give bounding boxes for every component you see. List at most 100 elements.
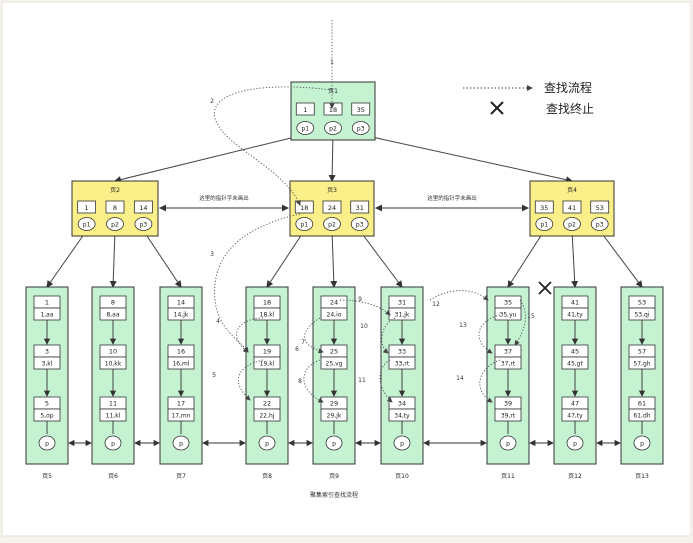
pointer-label: p3 <box>140 221 148 228</box>
search-flow-path <box>303 359 324 403</box>
row-value: 14,jk <box>174 312 189 319</box>
row-value: 22,hj <box>259 413 274 420</box>
leaf-pointer-cell <box>393 435 411 451</box>
step-label: 6 <box>295 346 299 353</box>
tree-edge <box>142 230 182 288</box>
step-label: 10 <box>360 323 368 330</box>
tree-edge <box>46 230 88 288</box>
row-value: 57,gh <box>633 361 650 368</box>
search-flow-path <box>238 359 264 401</box>
step-label: 11 <box>358 377 366 384</box>
leaf-title: 页5 <box>42 473 52 480</box>
step-label: 5 <box>212 372 216 379</box>
row-key: 34 <box>398 400 406 408</box>
row-key: 25 <box>330 348 338 356</box>
pointer-label: p1 <box>300 221 308 228</box>
diagram-caption: 聚集索引查找流程 <box>310 491 358 499</box>
tree-edge <box>359 230 403 288</box>
row-value: 33,rt <box>395 361 410 368</box>
row-key: 35 <box>504 299 512 307</box>
key-cell <box>77 200 97 214</box>
key-cell <box>351 102 371 116</box>
legend-search-flow: 查找流程 <box>544 80 592 95</box>
row-value: 5,op <box>40 413 53 420</box>
pointer-label: p1 <box>83 221 91 228</box>
key-cell <box>295 102 315 116</box>
tree-edge <box>571 230 579 288</box>
leaf-title: 页13 <box>635 473 649 480</box>
row-key: 31 <box>398 299 406 307</box>
tree-edge <box>599 230 643 288</box>
search-flow-path <box>214 213 301 353</box>
row-value: 3,kl <box>42 361 53 368</box>
step-label: 15 <box>527 313 535 320</box>
key-cell <box>323 102 343 116</box>
search-stop-cross-icon <box>538 281 552 295</box>
key-value: 41 <box>568 204 576 212</box>
leaf-pointer-cell <box>104 435 122 451</box>
leaf-pointer-cell <box>258 435 276 451</box>
step-label: 3 <box>210 251 214 258</box>
key-value: 53 <box>596 204 604 212</box>
tree-edge <box>507 230 545 288</box>
leaf-pointer-label: p <box>640 441 644 448</box>
leaf-title: 页6 <box>108 473 118 480</box>
row-value: 61,dh <box>633 413 650 420</box>
pointer-cell <box>563 217 581 231</box>
leaf-pointer-label: p <box>400 441 404 448</box>
pointer-cell <box>296 121 315 135</box>
pointer-label: p2 <box>328 221 336 228</box>
key-value: 1 <box>85 204 89 212</box>
pointer-cell <box>351 121 370 135</box>
row-key: 8 <box>111 299 115 307</box>
row-key: 17 <box>177 400 185 408</box>
key-value: 24 <box>328 204 336 212</box>
leaf-pointer-cell <box>566 435 584 451</box>
key-value: 14 <box>139 204 147 212</box>
tree-edge <box>328 134 336 182</box>
leaf-pointer-label: p <box>265 441 269 448</box>
row-key: 18 <box>263 299 271 307</box>
legend: 查找流程 查找终止 <box>463 80 594 116</box>
key-value: 18 <box>329 106 337 114</box>
pointer-label: p2 <box>111 221 119 228</box>
search-flow-path <box>479 359 501 403</box>
leaf-pointer-label: p <box>332 441 336 448</box>
leaf-pointer-label: p <box>179 441 183 448</box>
row-key: 19 <box>263 348 271 356</box>
row-value: 18,kl <box>260 312 275 319</box>
pointer-label: p1 <box>301 125 309 132</box>
leaf-title: 页7 <box>176 473 186 480</box>
row-key: 45 <box>571 348 579 356</box>
row-value: 17,mn <box>171 413 190 420</box>
pointer-cell <box>106 217 124 231</box>
row-key: 41 <box>571 299 579 307</box>
row-key: 11 <box>109 400 117 408</box>
leaf-pointer-cell <box>633 435 651 451</box>
step-label: 13 <box>459 322 467 329</box>
row-value: 1,aa <box>40 312 53 319</box>
step-label: 1 <box>330 59 334 66</box>
row-value: 19,kl <box>260 361 275 368</box>
key-cell <box>534 200 554 214</box>
step-label: 4 <box>216 318 220 325</box>
row-key: 1 <box>45 299 49 307</box>
pointer-label: p3 <box>357 125 365 132</box>
leaf-title: 页9 <box>329 473 339 480</box>
row-key: 33 <box>398 348 406 356</box>
pointer-cell <box>323 217 341 231</box>
row-key: 16 <box>177 348 185 356</box>
step-label: 7 <box>301 339 305 346</box>
search-flow-path <box>379 359 393 403</box>
step-label: 12 <box>432 301 440 308</box>
search-flow-path <box>236 317 264 353</box>
pointer-label: p1 <box>540 221 548 228</box>
row-value: 41,ty <box>567 312 583 319</box>
row-value: 45,gt <box>567 361 583 368</box>
